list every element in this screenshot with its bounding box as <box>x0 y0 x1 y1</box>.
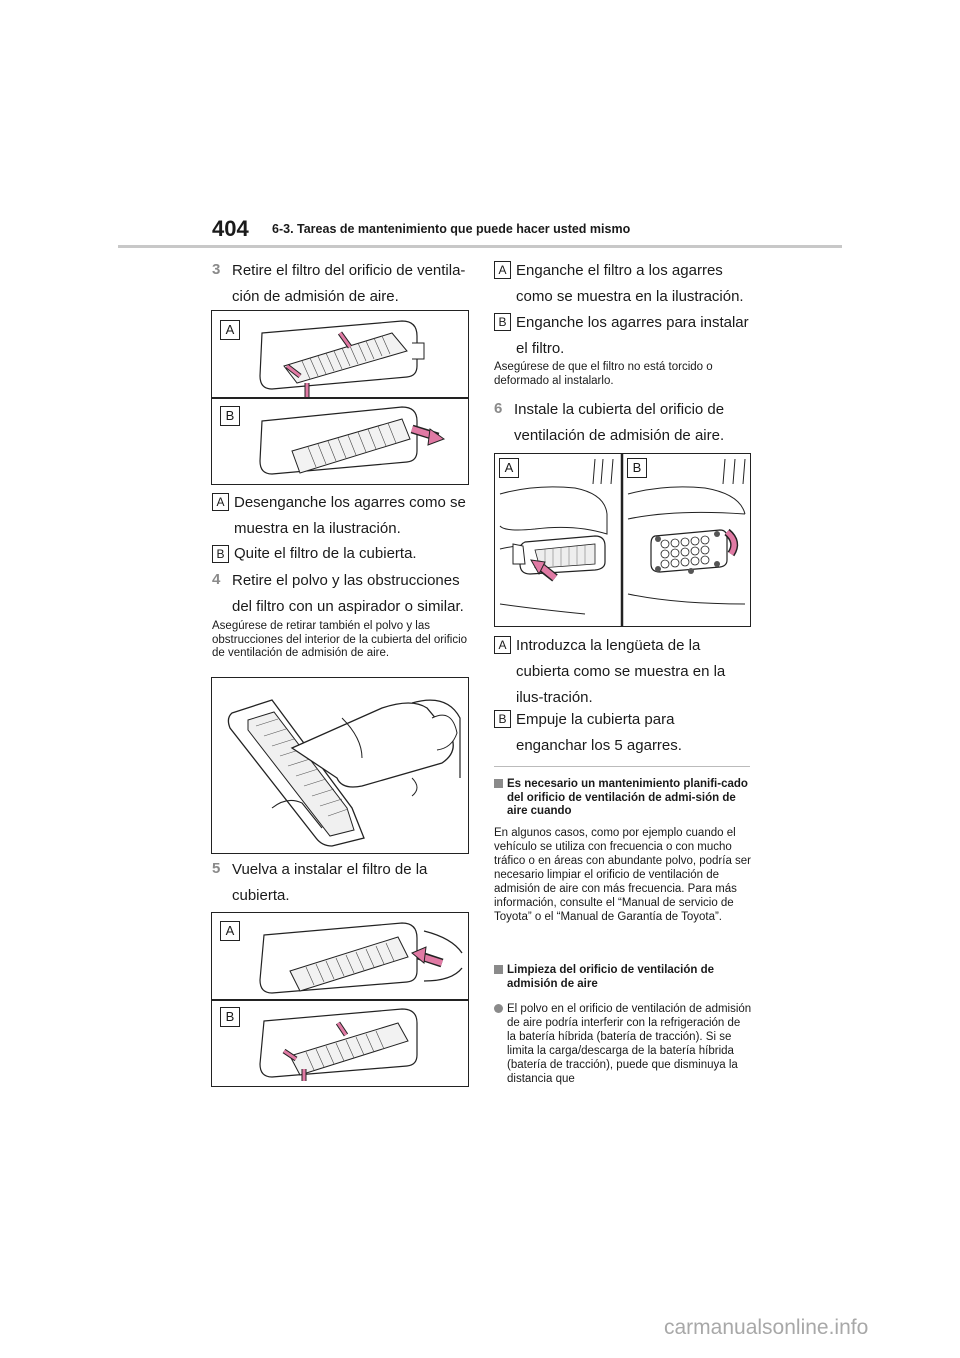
label-a-badge: A <box>494 261 511 279</box>
label-b-badge: B <box>212 545 229 563</box>
header-divider <box>118 245 842 248</box>
page-number: 404 <box>212 216 249 241</box>
section-heading-maintenance: Es necesario un mantenimiento planifi-ca… <box>494 778 752 819</box>
instruction-b-push-cover: B Empuje la cubierta para enganchar los … <box>494 707 750 759</box>
instruction-text: Enganche el filtro a los agarres como se… <box>516 262 744 305</box>
instruction-a-hook-filter: A Enganche el filtro a los agarres como … <box>494 258 750 310</box>
note-dust: Asegúrese de retirar también el polvo y … <box>212 620 468 659</box>
figure-label-b: B <box>627 458 647 478</box>
step-number: 5 <box>212 860 221 877</box>
chapter-title: 6-3. Tareas de mantenimiento que puede h… <box>272 222 631 236</box>
label-b-badge: B <box>494 313 511 331</box>
instruction-text: Desenganche los agarres como se muestra … <box>234 494 466 537</box>
figure-cover-install: A B <box>494 453 751 627</box>
figure-label-b: B <box>220 406 240 426</box>
filter-removal-illustration <box>212 320 468 475</box>
instruction-a-unhook: A Desenganche los agarres como se muestr… <box>212 490 468 542</box>
note-filter-twist: Asegúrese de que el filtro no está torci… <box>494 361 713 387</box>
section-divider <box>494 766 750 767</box>
label-a-badge: A <box>494 636 511 654</box>
step-number: 4 <box>212 571 221 588</box>
step-5: 5 Vuelva a instalar el filtro de la cubi… <box>212 857 468 909</box>
round-bullet-icon <box>494 1004 503 1013</box>
paragraph-maintenance: En algunos casos, como por ejemplo cuand… <box>494 827 752 923</box>
heading-text: Limpieza del orificio de ventilación de … <box>507 964 715 990</box>
figure-label-a: A <box>220 921 240 941</box>
heading-text: Es necesario un mantenimiento planifi-ca… <box>507 778 748 817</box>
figure-label-b: B <box>220 1007 240 1027</box>
step-number: 6 <box>494 400 503 417</box>
watermark: carmanualsonline.info <box>664 1316 869 1339</box>
step-4: 4 Retire el polvo y las obstrucciones de… <box>212 568 468 620</box>
figure-label-a: A <box>499 458 519 478</box>
step-text: Instale la cubierta del orificio de vent… <box>514 401 725 444</box>
figure-filter-reinstall: A B <box>211 912 469 1087</box>
step-3: 3 Retire el filtro del orificio de venti… <box>212 258 468 310</box>
label-b-badge: B <box>494 710 511 728</box>
instruction-text: Quite el filtro de la cubierta. <box>234 545 417 562</box>
step-text: Retire el polvo y las obstrucciones del … <box>232 572 464 615</box>
figure-vacuum-cleaning <box>211 677 469 854</box>
filter-reinstall-illustration <box>212 922 468 1081</box>
cover-install-illustration <box>499 454 746 626</box>
step-6: 6 Instale la cubierta del orificio de ve… <box>494 397 750 449</box>
section-heading-cleaning: Limpieza del orificio de ventilación de … <box>494 964 752 991</box>
instruction-text: Empuje la cubierta para enganchar los 5 … <box>516 711 682 754</box>
step-text: Retire el filtro del orificio de ventila… <box>232 262 466 305</box>
instruction-text: Introduzca la lengüeta de la cubierta co… <box>516 637 726 706</box>
bullet-cleaning: El polvo en el orificio de ventilación d… <box>494 1002 752 1086</box>
figure-filter-removal: A B <box>211 310 469 485</box>
step-text: Vuelva a instalar el filtro de la cubier… <box>232 861 428 904</box>
step-number: 3 <box>212 261 221 278</box>
bullet-text: El polvo en el orificio de ventilación d… <box>507 1003 752 1085</box>
label-a-badge: A <box>212 493 229 511</box>
instruction-text: Enganche los agarres para instalar el fi… <box>516 314 749 357</box>
instruction-b-remove-filter: B Quite el filtro de la cubierta. <box>212 542 468 566</box>
instruction-b-hook-grips: B Enganche los agarres para instalar el … <box>494 310 750 362</box>
instruction-a-insert-tab: A Introduzca la lengüeta de la cubierta … <box>494 633 750 711</box>
square-bullet-icon <box>494 965 503 974</box>
square-bullet-icon <box>494 779 503 788</box>
figure-label-a: A <box>220 320 240 340</box>
vacuum-illustration <box>227 699 461 847</box>
